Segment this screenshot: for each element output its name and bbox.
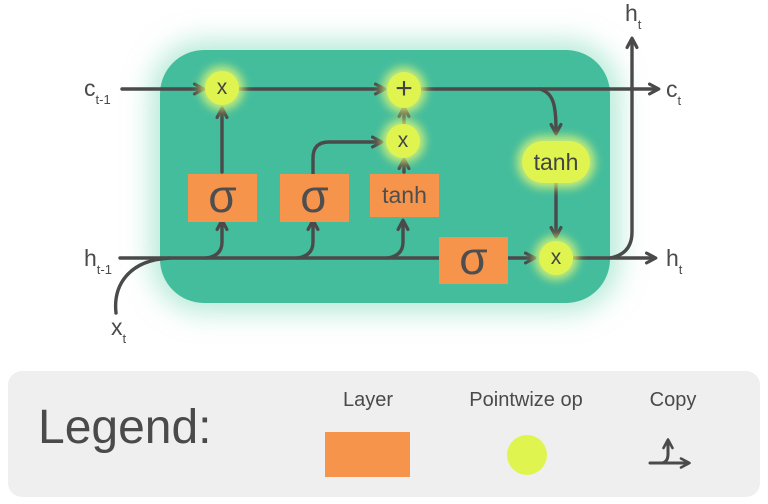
label-h-prev-sub: t-1 bbox=[96, 261, 112, 277]
label-h-out-top-sub: t bbox=[637, 16, 642, 32]
label-h-prev-base: h bbox=[84, 245, 97, 271]
label-h-out-right-base: h bbox=[666, 245, 679, 271]
output-gate-sigma: σ bbox=[439, 232, 508, 284]
label-h-out-top-base: h bbox=[625, 0, 638, 26]
candidate-gate-label: tanh bbox=[382, 182, 427, 208]
output-multiply-op: x bbox=[539, 241, 573, 275]
label-h-out-right-sub: t bbox=[678, 261, 683, 277]
label-h-prev: ht-1 bbox=[84, 245, 112, 277]
label-h-out-top: ht bbox=[625, 0, 642, 32]
label-c-out: ct bbox=[666, 76, 682, 108]
copy-branch-icon bbox=[648, 438, 691, 469]
label-c-prev-sub: t-1 bbox=[95, 91, 111, 107]
label-x-input: xt bbox=[111, 314, 127, 346]
legend-item-copy-label: Copy bbox=[649, 389, 697, 411]
legend-item-pointwise-label: Pointwize op bbox=[469, 389, 583, 411]
copy-icon-up-arrow bbox=[660, 438, 674, 465]
label-c-prev: ct-1 bbox=[84, 75, 111, 107]
forget-gate-label: σ bbox=[208, 169, 237, 222]
input-multiply-op: x bbox=[386, 124, 420, 158]
add-op: + bbox=[387, 72, 421, 108]
wire-branch-to-sigma2 bbox=[295, 218, 320, 260]
wire-branch-to-tanhgate bbox=[385, 218, 410, 260]
legend-item-layer-label: Layer bbox=[342, 389, 394, 411]
pointwise-op-swatch bbox=[507, 435, 547, 475]
legend-title: Legend: bbox=[38, 401, 212, 454]
label-x-input-base: x bbox=[111, 314, 123, 340]
input-gate-label: σ bbox=[300, 169, 329, 222]
forget-gate-sigma: σ bbox=[188, 169, 257, 222]
forget-multiply-op: x bbox=[205, 71, 239, 105]
wire-branch-to-htop bbox=[608, 36, 639, 260]
wire-xt-join bbox=[113, 256, 172, 315]
label-c-out-sub: t bbox=[677, 92, 682, 108]
label-c-prev-base: c bbox=[84, 75, 96, 101]
wire-branch-to-sigma1 bbox=[204, 218, 229, 260]
cell-tanh-op: tanh bbox=[522, 141, 590, 183]
output-gate-label: σ bbox=[459, 232, 488, 284]
candidate-gate-tanh: tanh bbox=[370, 174, 439, 217]
label-c-out-base: c bbox=[666, 76, 678, 102]
connection-arrows bbox=[113, 36, 661, 315]
label-x-input-sub: t bbox=[122, 330, 127, 346]
wire-cline-to-tanh-op bbox=[538, 87, 563, 136]
label-h-out-right: ht bbox=[666, 245, 683, 277]
layer-swatch bbox=[325, 432, 410, 477]
wire-sigma2-to-multiply2 bbox=[311, 135, 384, 176]
input-gate-sigma: σ bbox=[280, 169, 349, 222]
